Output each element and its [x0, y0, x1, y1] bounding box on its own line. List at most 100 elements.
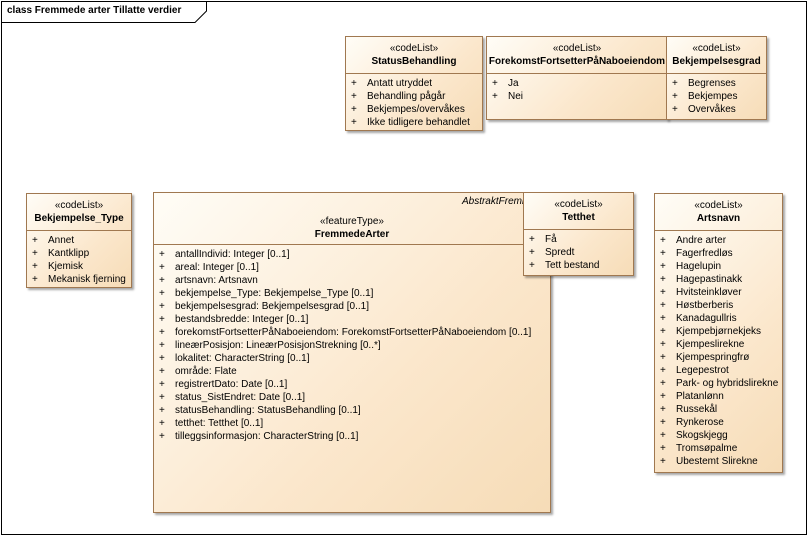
class-literal: +Tett bestand	[529, 260, 600, 271]
class-stereotype: «codeList»	[389, 43, 439, 54]
visibility-marker: +	[660, 430, 666, 441]
class-literal: +Russekål	[660, 404, 718, 415]
compartment-divider	[346, 73, 482, 74]
class-tetthet[interactable]: «codeList» Tetthet +Få +Spredt +Tett bes…	[523, 192, 634, 276]
visibility-marker: +	[159, 301, 165, 312]
visibility-marker: +	[159, 327, 165, 338]
visibility-marker: +	[660, 287, 666, 298]
visibility-marker: +	[660, 300, 666, 311]
class-stereotype: «codeList»	[692, 43, 741, 54]
visibility-marker: +	[159, 353, 165, 364]
class-name: Artsnavn	[696, 213, 741, 224]
class-literal: +Antatt utryddet	[351, 78, 433, 89]
class-literal: +Bekjempes	[672, 91, 738, 102]
class-attribute: +bekjempelse_Type: Bekjempelse_Type [0..…	[159, 288, 374, 299]
visibility-marker: +	[529, 260, 535, 271]
class-name: Bekjempelse_Type	[34, 213, 124, 224]
visibility-marker: +	[32, 248, 38, 259]
class-artsnavn[interactable]: «codeList» Artsnavn +Andre arter +Fagerf…	[654, 193, 783, 473]
visibility-marker: +	[529, 247, 535, 258]
class-literal: +Kanadagullris	[660, 313, 737, 324]
visibility-marker: +	[660, 404, 666, 415]
visibility-marker: +	[672, 104, 678, 115]
class-attribute: +lokalitet: CharacterString [0..1]	[159, 353, 310, 364]
class-literal: +Mekanisk fjerning	[32, 274, 126, 285]
class-attribute: +status_SistEndret: Date [0..1]	[159, 392, 306, 403]
class-literal: +Fagerfredløs	[660, 248, 733, 259]
visibility-marker: +	[159, 340, 165, 351]
compartment-divider	[487, 73, 667, 74]
class-forekomst-fortsetter[interactable]: «codeList» ForekomstFortsetterPåNaboeien…	[486, 36, 668, 120]
class-literal: +Kjemisk	[32, 261, 84, 272]
class-stereotype: «codeList»	[694, 200, 743, 211]
class-fremmede-arter[interactable]: AbstraktFremmede «featureType» FremmedeA…	[153, 192, 551, 513]
class-literal: +Hagelupin	[660, 261, 722, 272]
visibility-marker: +	[32, 235, 38, 246]
class-literal: +Andre arter	[660, 235, 727, 246]
class-literals: +Få +Spredt +Tett bestand	[524, 230, 633, 272]
visibility-marker: +	[351, 91, 357, 102]
class-literal: +Hvitsteinkløver	[660, 287, 742, 298]
class-literal: +Legepestrot	[660, 365, 729, 376]
class-literal: +Tromsøpalme	[660, 443, 738, 454]
class-attribute: +artsnavn: Artsnavn	[159, 275, 258, 286]
class-name: Bekjempelsesgrad	[672, 56, 761, 67]
class-name: FremmedeArter	[314, 229, 390, 240]
class-literal: +Begrenses	[672, 78, 736, 89]
class-attribute: +bekjempelsesgrad: Bekjempelsesgrad [0..…	[159, 301, 369, 312]
visibility-marker: +	[672, 91, 678, 102]
class-bekjempelsesgrad[interactable]: «codeList» Bekjempelsesgrad +Begrenses +…	[666, 36, 767, 120]
visibility-marker: +	[660, 378, 666, 389]
class-stereotype: «codeList»	[552, 43, 602, 54]
class-literal: +Ikke tidligere behandlet	[351, 117, 470, 128]
visibility-marker: +	[660, 417, 666, 428]
compartment-divider	[27, 230, 131, 231]
class-literal: +Park- og hybridslirekne	[660, 378, 779, 389]
class-attribute: +areal: Integer [0..1]	[159, 262, 259, 273]
class-literal: +Annet	[32, 235, 75, 246]
visibility-marker: +	[159, 275, 165, 286]
visibility-marker: +	[660, 313, 666, 324]
visibility-marker: +	[159, 288, 165, 299]
visibility-marker: +	[660, 339, 666, 350]
visibility-marker: +	[660, 352, 666, 363]
visibility-marker: +	[159, 405, 165, 416]
visibility-marker: +	[660, 326, 666, 337]
visibility-marker: +	[660, 235, 666, 246]
class-literal: +Kjempeslirekne	[660, 339, 745, 350]
visibility-marker: +	[351, 78, 357, 89]
visibility-marker: +	[660, 248, 666, 259]
class-status-behandling[interactable]: «codeList» StatusBehandling +Antatt utry…	[345, 36, 483, 131]
class-stereotype: «featureType»	[320, 216, 384, 227]
class-attribute: +registrertDato: Date [0..1]	[159, 379, 288, 390]
compartment-divider	[667, 73, 766, 74]
class-literals: +Antatt utryddet +Behandling pågår +Bekj…	[346, 74, 482, 129]
visibility-marker: +	[159, 418, 165, 429]
visibility-marker: +	[159, 314, 165, 325]
visibility-marker: +	[660, 443, 666, 454]
class-attribute: +forekomstFortsetterPåNaboeiendom: Forek…	[159, 327, 532, 338]
class-literal: +Spredt	[529, 247, 575, 258]
class-literal: +Rynkerose	[660, 417, 724, 428]
class-literal: +Ubestemt Slirekne	[660, 456, 758, 467]
class-attribute: +statusBehandling: StatusBehandling [0..…	[159, 405, 361, 416]
visibility-marker: +	[159, 249, 165, 260]
visibility-marker: +	[672, 78, 678, 89]
visibility-marker: +	[492, 78, 498, 89]
visibility-marker: +	[351, 117, 357, 128]
class-attribute: +tilleggsinformasjon: CharacterString [0…	[159, 431, 359, 442]
class-literal: +Hagepastinakk	[660, 274, 743, 285]
visibility-marker: +	[660, 261, 666, 272]
class-stereotype: «codeList»	[54, 200, 104, 211]
abstract-type-label: AbstraktFremmede	[461, 196, 547, 207]
class-attribute: +antallIndivid: Integer [0..1]	[159, 249, 290, 260]
class-literal: +Kjempebjørnekjeks	[660, 326, 762, 337]
visibility-marker: +	[529, 234, 535, 245]
visibility-marker: +	[660, 365, 666, 376]
class-stereotype: «codeList»	[554, 199, 603, 210]
class-bekjempelse-type[interactable]: «codeList» Bekjempelse_Type +Annet +Kant…	[26, 193, 132, 288]
visibility-marker: +	[159, 379, 165, 390]
visibility-marker: +	[660, 456, 666, 467]
visibility-marker: +	[660, 274, 666, 285]
class-attribute: +lineærPosisjon: LineærPosisjonStrekning…	[159, 340, 381, 351]
